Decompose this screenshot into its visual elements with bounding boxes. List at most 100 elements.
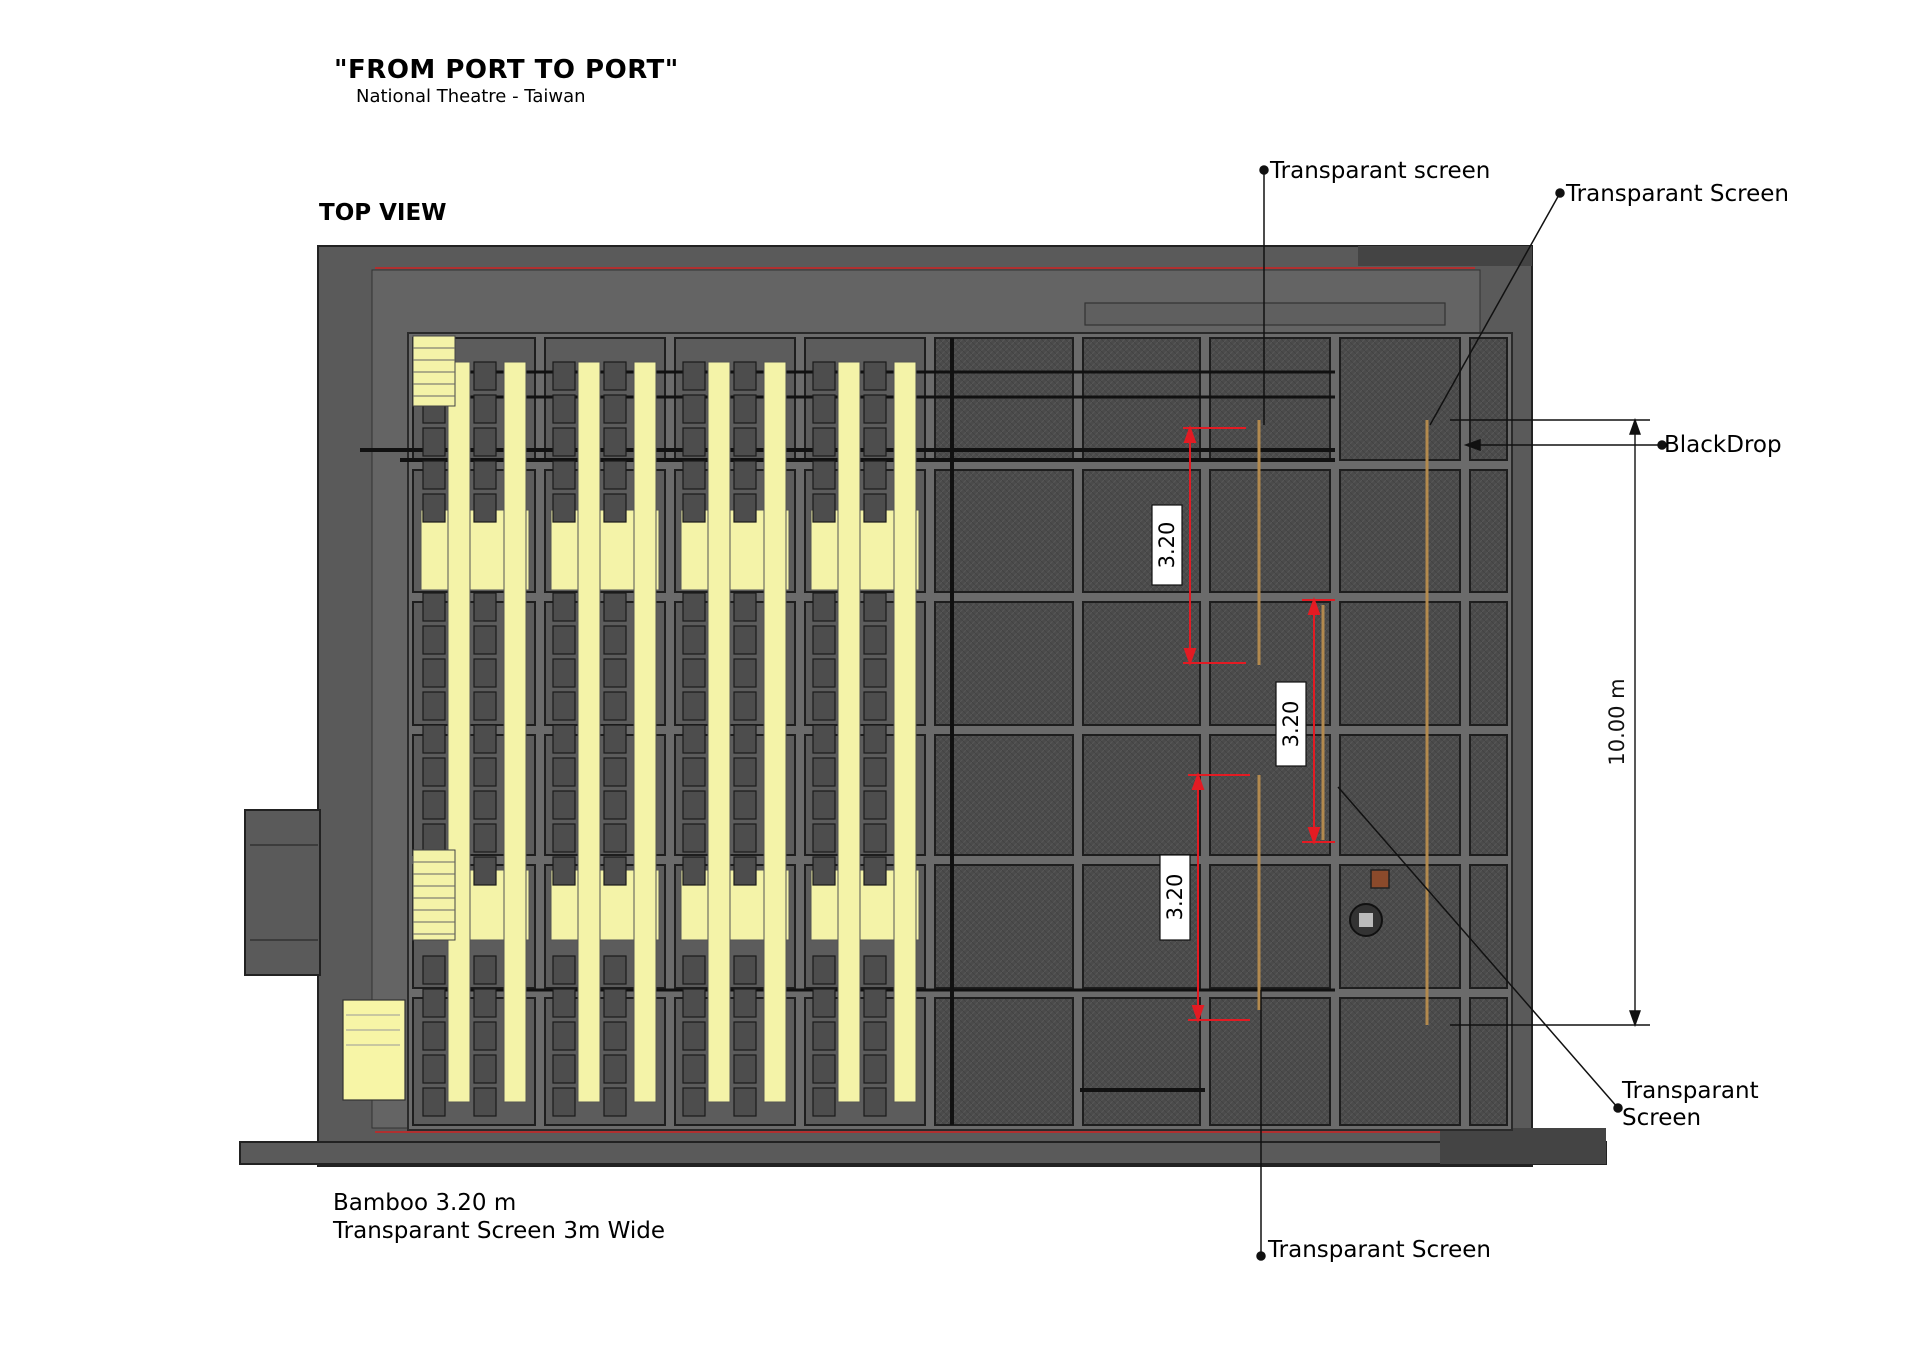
- seat: [473, 691, 497, 721]
- seat: [422, 460, 446, 490]
- seat: [863, 658, 887, 688]
- seat: [603, 955, 627, 985]
- stair-block: [342, 999, 406, 1101]
- seat: [473, 724, 497, 754]
- seat: [812, 724, 836, 754]
- callout-transparent-screen-top-right: Transparant Screen: [1566, 181, 1790, 207]
- seat: [863, 361, 887, 391]
- stage-panel: [1209, 469, 1331, 593]
- seat: [733, 955, 757, 985]
- seat: [812, 1054, 836, 1084]
- seat: [552, 988, 576, 1018]
- seat: [552, 757, 576, 787]
- seat: [552, 394, 576, 424]
- seat: [682, 460, 706, 490]
- seat: [473, 658, 497, 688]
- seat: [733, 1054, 757, 1084]
- seat: [552, 1087, 576, 1117]
- seat: [552, 1021, 576, 1051]
- seat: [812, 394, 836, 424]
- seat: [552, 658, 576, 688]
- stage-panel: [1082, 734, 1201, 856]
- bamboo-dim-2: 3.20: [1279, 701, 1303, 748]
- aisle-steps: [412, 849, 456, 941]
- seat: [603, 658, 627, 688]
- seat: [422, 790, 446, 820]
- seat: [682, 493, 706, 523]
- seat-strip: [633, 361, 657, 1103]
- seat: [863, 1087, 887, 1117]
- seat: [812, 592, 836, 622]
- stage-panel: [1469, 734, 1508, 856]
- seat: [473, 460, 497, 490]
- seat: [812, 1087, 836, 1117]
- stage-panel: [1209, 864, 1331, 989]
- bamboo-dim-3: 3.20: [1163, 874, 1187, 921]
- seat: [733, 394, 757, 424]
- seat: [473, 955, 497, 985]
- seat: [473, 856, 497, 886]
- seat: [603, 460, 627, 490]
- seat: [863, 757, 887, 787]
- seat: [733, 625, 757, 655]
- seat: [603, 1021, 627, 1051]
- seat: [473, 625, 497, 655]
- seat: [733, 493, 757, 523]
- dimension-labels: 3.20 3.20 3.20: [1151, 504, 1307, 941]
- seat: [682, 361, 706, 391]
- seat: [863, 1021, 887, 1051]
- seat: [733, 724, 757, 754]
- seat: [682, 625, 706, 655]
- seat: [863, 1054, 887, 1084]
- stage-panel: [1339, 601, 1461, 726]
- note-screen-width: Transparant Screen 3m Wide: [333, 1218, 666, 1244]
- seat: [422, 493, 446, 523]
- seat: [603, 427, 627, 457]
- seat: [863, 592, 887, 622]
- seat: [422, 757, 446, 787]
- seat: [552, 790, 576, 820]
- seat: [603, 823, 627, 853]
- seat: [603, 361, 627, 391]
- seat: [552, 361, 576, 391]
- seat: [473, 1087, 497, 1117]
- seat: [863, 625, 887, 655]
- seat: [422, 724, 446, 754]
- seat: [733, 790, 757, 820]
- seat: [473, 394, 497, 424]
- seat: [812, 823, 836, 853]
- stage-panel: [1082, 997, 1201, 1126]
- stage-panel: [934, 601, 1074, 726]
- seat: [812, 856, 836, 886]
- seat: [733, 361, 757, 391]
- seat: [473, 361, 497, 391]
- seat: [473, 757, 497, 787]
- seat: [603, 856, 627, 886]
- seat: [552, 493, 576, 523]
- seat: [422, 955, 446, 985]
- seat: [422, 823, 446, 853]
- seat: [682, 856, 706, 886]
- seat: [682, 394, 706, 424]
- seat: [812, 1021, 836, 1051]
- seat: [552, 691, 576, 721]
- stage-panel: [934, 734, 1074, 856]
- seat-strip: [893, 361, 917, 1103]
- overall-dim-label: 10.00 m: [1605, 678, 1629, 765]
- stage-props: [1349, 869, 1390, 937]
- seat: [733, 757, 757, 787]
- seat: [552, 625, 576, 655]
- seat: [863, 691, 887, 721]
- seat: [863, 823, 887, 853]
- seat: [682, 592, 706, 622]
- seat: [682, 757, 706, 787]
- stage-panel: [1082, 601, 1201, 726]
- seat: [422, 1054, 446, 1084]
- seat-strip: [503, 361, 527, 1103]
- seat-strip: [707, 361, 731, 1103]
- seat: [812, 988, 836, 1018]
- seat: [473, 1054, 497, 1084]
- bamboo-dimensions: [1183, 425, 1335, 1023]
- seat: [603, 988, 627, 1018]
- seat: [733, 427, 757, 457]
